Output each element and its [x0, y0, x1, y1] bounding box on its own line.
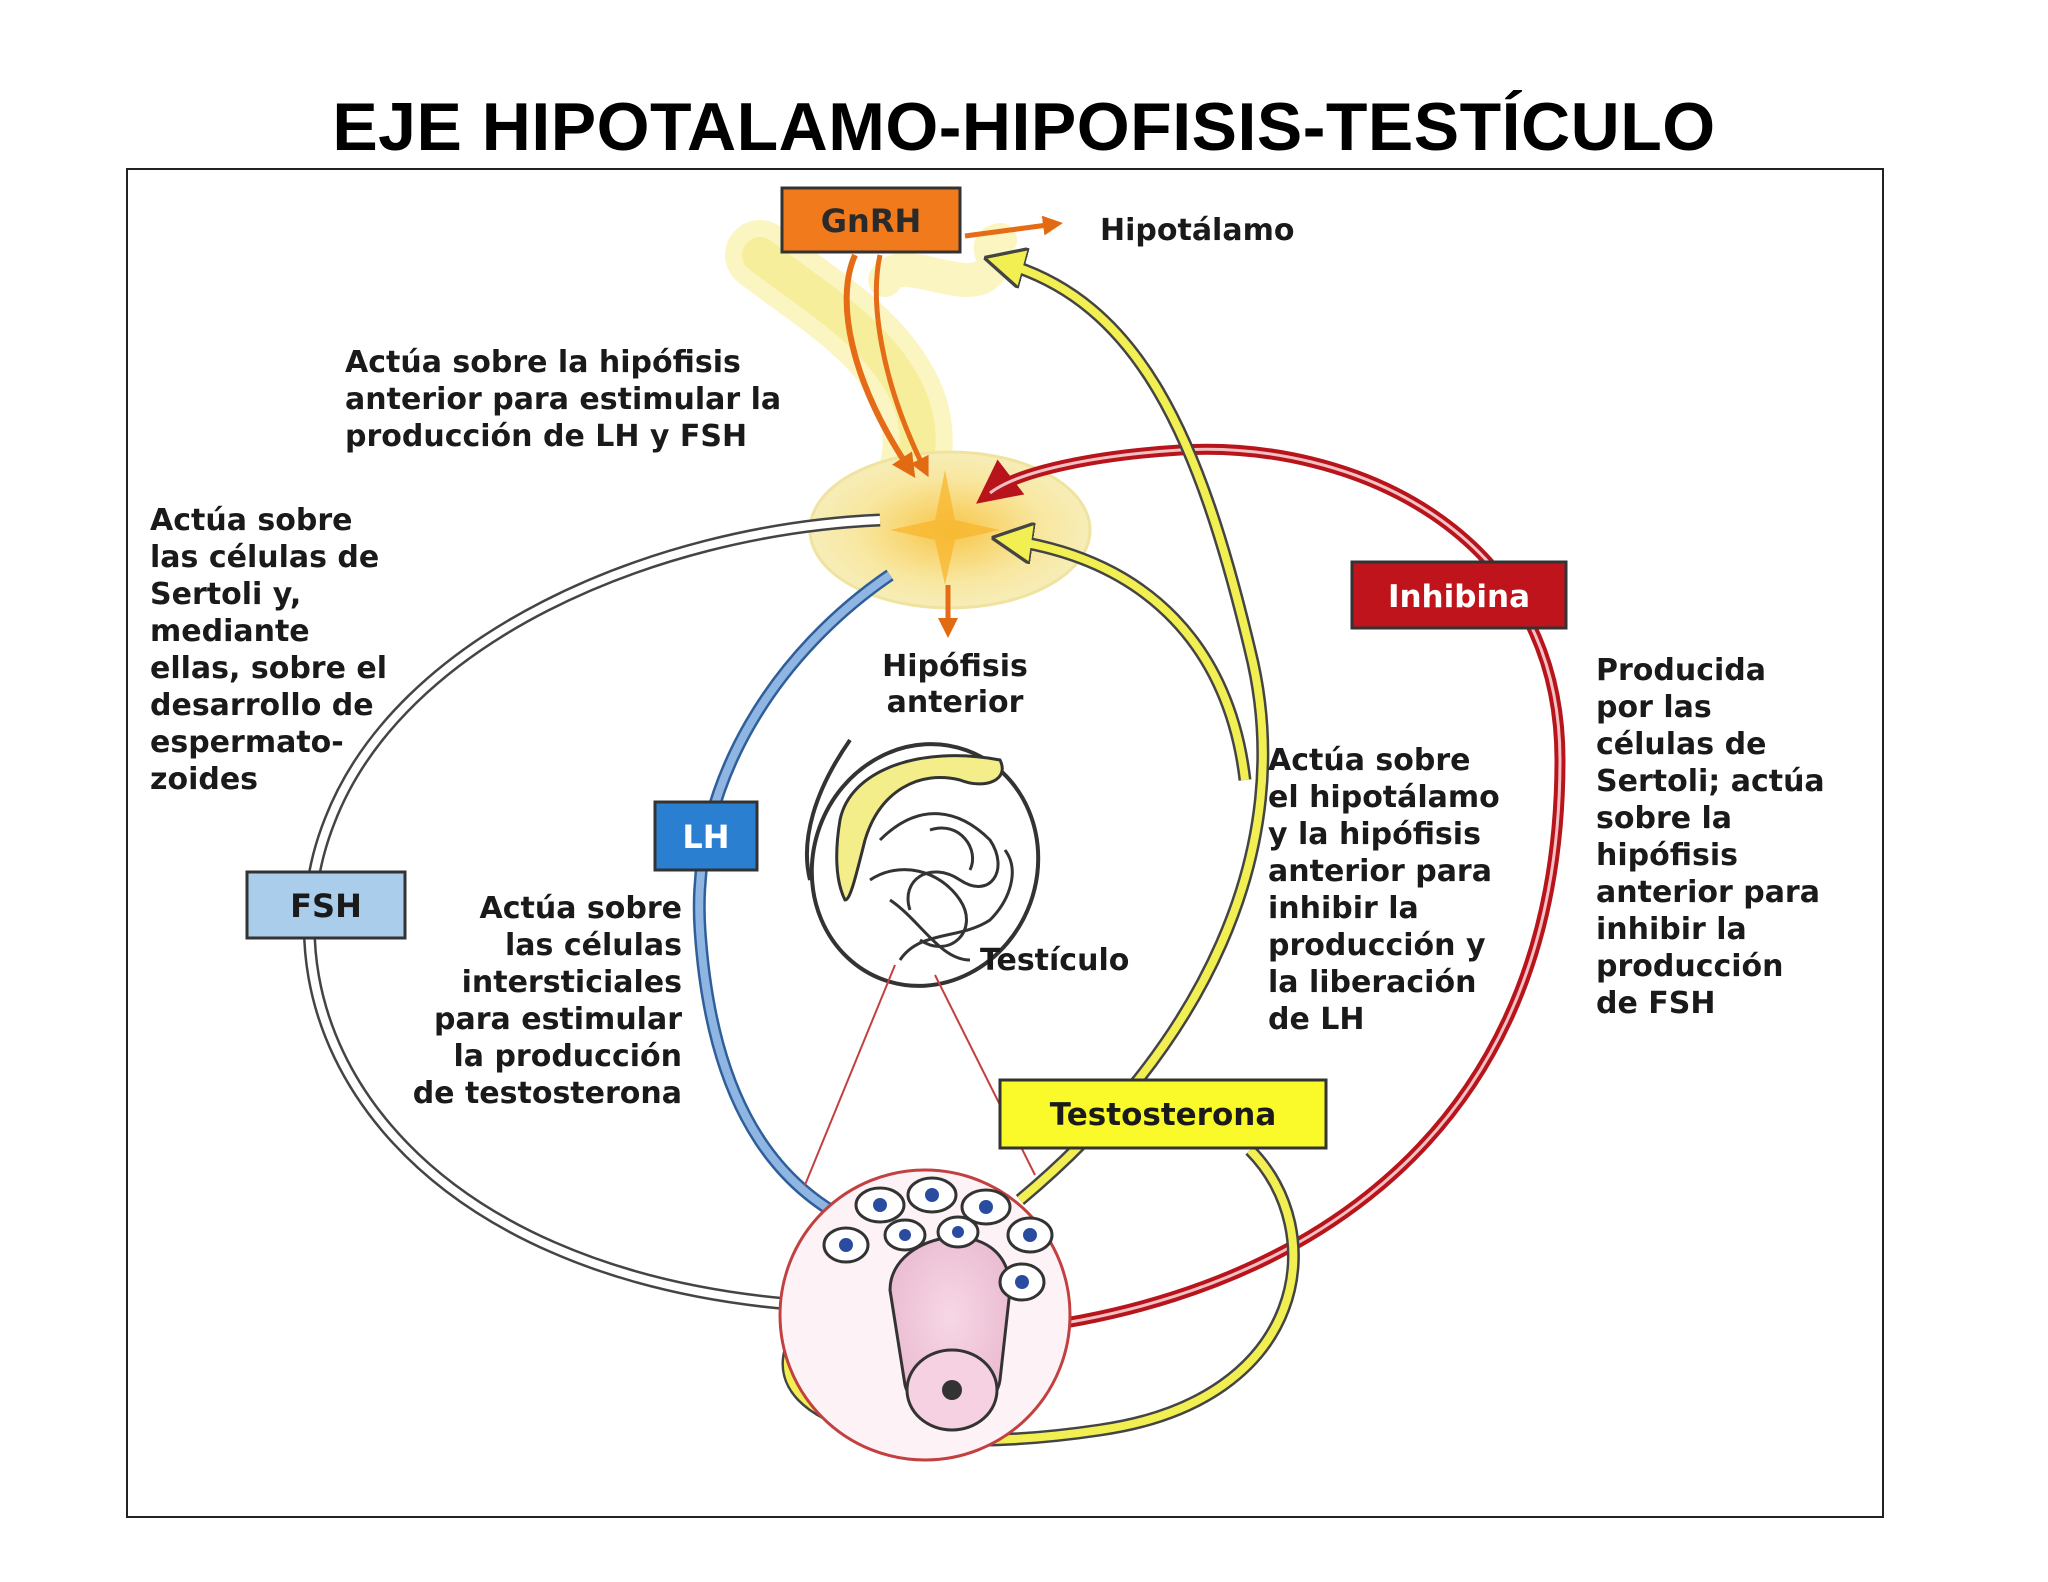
page-title: EJE HIPOTALAMO-HIPOFISIS-TESTÍCULO [332, 89, 1716, 165]
lh-label: LH [682, 818, 729, 856]
gnrh-arrow-to-pituitary-2 [873, 254, 929, 478]
inhibina-action-line: Sertoli; actúa [1596, 764, 1825, 799]
hipofisis-label-line2: anterior [887, 685, 1024, 720]
lh-action-line: las células [505, 928, 682, 963]
inhibina-action-line: inhibir la [1596, 912, 1747, 947]
inhibina-action-text: Producida por las células de Sertoli; ac… [1596, 653, 1825, 1021]
lh-box: LH [653, 800, 759, 872]
testis-illustration [805, 738, 1041, 988]
diagram-frame [126, 168, 1884, 1518]
gnrh-action-line: Actúa sobre la hipófisis [345, 345, 741, 380]
gnrh-box: GnRH [780, 186, 962, 254]
gnrh-action-line: anterior para estimular la [345, 382, 781, 417]
inhibina-action-line: hipófisis [1596, 838, 1738, 873]
inhibina-label: Inhibina [1388, 579, 1530, 615]
gnrh-arrow-to-pituitary [843, 253, 916, 478]
fsh-action-line: espermato- [150, 725, 344, 760]
fsh-label: FSH [290, 887, 362, 925]
inhibina-action-line: Producida [1596, 653, 1766, 688]
lh-action-line: de testosterona [413, 1076, 682, 1111]
hipofisis-label-line1: Hipófisis [882, 649, 1028, 684]
testosterona-action-line: Actúa sobre [1268, 743, 1470, 778]
testosterona-action-text: Actúa sobre el hipotálamo y la hipófisis… [1268, 743, 1500, 1037]
inhibina-action-line: anterior para [1596, 875, 1820, 910]
fsh-action-line: zoides [150, 762, 258, 797]
testosterona-action-line: y la hipófisis [1268, 817, 1481, 852]
inhibina-action-line: por las [1596, 690, 1712, 725]
testosterona-action-line: anterior para [1268, 854, 1492, 889]
fsh-action-line: las células de [150, 540, 379, 575]
testosterona-action-line: inhibir la [1268, 891, 1419, 926]
fsh-action-line: mediante [150, 614, 310, 649]
testosterona-box: Testosterona [998, 1078, 1328, 1150]
testosterona-action-line: producción y [1268, 928, 1486, 963]
fsh-action-line: Actúa sobre [150, 503, 352, 538]
seminiferous-tubule-section [778, 1168, 1072, 1462]
lh-action-line: Actúa sobre [480, 891, 682, 926]
lh-action-line: para estimular [434, 1002, 682, 1037]
lh-pathway [692, 569, 894, 1225]
testosterona-action-line: de LH [1268, 1002, 1365, 1037]
testosterona-pathway-hypothalamus [1000, 262, 1270, 1205]
zoom-line-left [804, 964, 896, 1186]
testosterona-pathway-pituitary [1008, 540, 1252, 781]
inhibina-box: Inhibina [1350, 560, 1568, 630]
gnrh-action-text: Actúa sobre la hipófisis anterior para e… [345, 345, 781, 454]
testosterona-action-line: la liberación [1268, 965, 1476, 1000]
testosterona-label: Testosterona [1050, 1097, 1277, 1133]
inhibina-action-line: sobre la [1596, 801, 1732, 836]
inhibina-action-line: producción [1596, 949, 1784, 984]
fsh-action-line: desarrollo de [150, 688, 374, 723]
pituitary-sparkle [890, 470, 1000, 585]
fsh-action-line: ellas, sobre el [150, 651, 387, 686]
testosterona-action-line: el hipotálamo [1268, 780, 1500, 815]
fsh-action-line: Sertoli y, [150, 577, 301, 612]
hipotalamo-label: Hipotálamo [1100, 213, 1294, 248]
fsh-pathway [302, 513, 881, 1306]
gnrh-label: GnRH [821, 202, 921, 240]
testiculo-label: Testículo [980, 943, 1129, 978]
gnrh-action-line: producción de LH y FSH [345, 419, 747, 454]
inhibina-action-line: de FSH [1596, 986, 1715, 1021]
fsh-box: FSH [245, 870, 407, 940]
fsh-action-text: Actúa sobre las células de Sertoli y, me… [150, 503, 387, 797]
lh-action-text: Actúa sobre las células intersticiales p… [413, 891, 683, 1111]
lh-action-line: intersticiales [462, 965, 682, 1000]
gnrh-arrow-to-hypothalamus [964, 215, 1063, 239]
inhibina-action-line: células de [1596, 727, 1766, 762]
lh-action-line: la producción [453, 1039, 682, 1074]
